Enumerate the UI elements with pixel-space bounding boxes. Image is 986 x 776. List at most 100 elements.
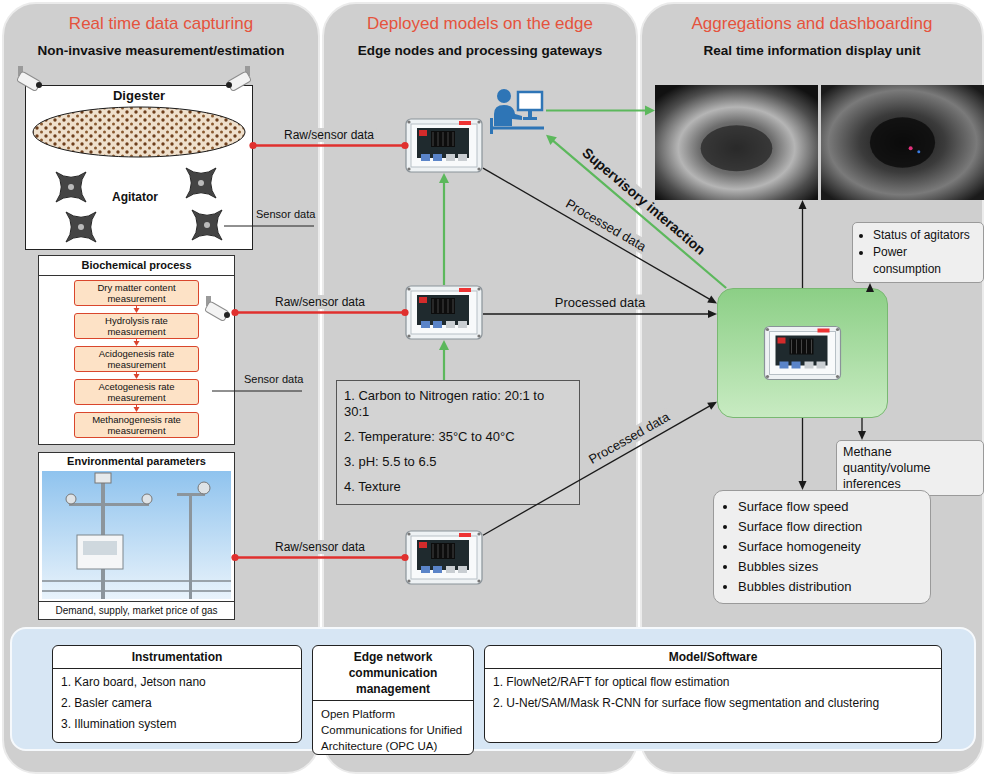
- chair: [490, 118, 493, 134]
- arrowhead: [799, 481, 807, 490]
- parameter-box: 1. Carbon to Nitrogen ratio: 20:1 to 30:…: [336, 380, 580, 505]
- operator-icon: [488, 84, 546, 136]
- process-step: Hydrolysis rate measurement: [74, 313, 199, 339]
- reflection: [909, 146, 913, 150]
- node-text: 1. FlowNet2/RAFT for optical flow estima…: [485, 669, 941, 690]
- photo: [655, 85, 818, 200]
- list-item: Status of agitators: [873, 227, 977, 244]
- node-text: 1. Carbon to Nitrogen ratio: 20:1 to 30:…: [344, 388, 573, 420]
- node-text: 1. Karo board, Jetson nano: [53, 669, 301, 690]
- fin: [433, 299, 434, 313]
- arrowhead: [799, 200, 807, 209]
- camera-mount: [18, 66, 23, 76]
- connector-line: [136, 339, 137, 342]
- fin: [448, 544, 449, 558]
- arrowhead: [858, 431, 866, 440]
- fin: [806, 340, 807, 354]
- port: [458, 321, 467, 328]
- board: [417, 540, 469, 570]
- node-text: 2. U-Net/SAM/Mask R-CNN for surface flow…: [485, 690, 941, 711]
- connector: [546, 106, 655, 116]
- screw: [766, 328, 769, 331]
- plate: [770, 332, 836, 375]
- heatsink: [431, 543, 455, 559]
- process-step: Dry matter content measurement: [74, 280, 199, 306]
- red-pins: [459, 121, 471, 125]
- fin: [433, 132, 434, 146]
- fin: [801, 340, 802, 354]
- connector-label: Raw/sensor data: [272, 295, 368, 309]
- usb-port: [792, 362, 801, 369]
- node-text: Methane quantity/volume inferences: [837, 441, 983, 495]
- connector-line: [443, 348, 445, 380]
- fin: [438, 132, 439, 146]
- connector: [134, 405, 140, 412]
- usb-port: [433, 566, 442, 573]
- fin: [443, 299, 444, 313]
- usb-port: [421, 154, 430, 161]
- connector-line: [552, 140, 726, 288]
- node-text: Deployed models on the edge: [324, 14, 636, 34]
- fin: [791, 340, 792, 354]
- plate: [411, 536, 477, 579]
- connector-line: [869, 288, 870, 290]
- fin: [438, 544, 439, 558]
- node-text: Biochemical process: [39, 256, 234, 276]
- list-item: Surface flow speed: [738, 497, 922, 517]
- screw: [407, 532, 410, 535]
- logger-screen: [83, 541, 117, 555]
- inference-box: Methane quantity/volume inferences: [836, 440, 984, 496]
- port: [805, 362, 814, 369]
- heatsink: [790, 339, 814, 355]
- case: [406, 286, 482, 339]
- camera-lens: [226, 82, 232, 88]
- sensor: [66, 494, 76, 504]
- bottom-band: Instrumentation1. Karo board, Jetson nan…: [10, 627, 976, 751]
- bullet-list: Surface flow speedSurface flow direction…: [714, 491, 930, 603]
- agitator-blade: [192, 210, 222, 240]
- node-text: 3. pH: 5.5 to 6.5: [344, 454, 573, 470]
- aggregator-node: [717, 288, 888, 418]
- list-item: Surface flow direction: [738, 517, 922, 537]
- red-pins: [459, 288, 471, 292]
- roof-rail: [42, 590, 231, 592]
- instrumentation-box: Instrumentation1. Karo board, Jetson nan…: [52, 645, 302, 743]
- process-step: Acidogenesis rate measurement: [74, 346, 199, 372]
- camera-icon: [205, 296, 231, 322]
- connector-line: [136, 306, 137, 309]
- red-part: [778, 338, 786, 344]
- digester-box: DigesterAgitator: [25, 85, 253, 250]
- screw: [407, 287, 410, 290]
- camera-mount: [245, 66, 250, 76]
- monitor-stand: [528, 110, 532, 118]
- camera-view-photos: [655, 85, 984, 200]
- red-part: [419, 297, 427, 303]
- node-text: 3. Illumination system: [53, 711, 301, 732]
- agitator-symbol: [66, 212, 96, 242]
- connector: [858, 418, 866, 440]
- sky: [42, 471, 231, 599]
- red-pins: [818, 329, 830, 333]
- node-text: Methanogenesis rate measurement: [75, 414, 198, 436]
- screw: [477, 120, 480, 123]
- arrowhead: [439, 340, 449, 350]
- tunnel-opening: [701, 125, 773, 171]
- network-box: Edge network communication managementOpe…: [312, 645, 474, 755]
- camera-body: [205, 301, 230, 322]
- monitor-base: [523, 117, 537, 120]
- node-text: Dry matter content measurement: [75, 282, 198, 304]
- node-text: Acidogenesis rate measurement: [75, 348, 198, 370]
- body: [494, 105, 522, 126]
- connector-line: [443, 181, 445, 285]
- arrowhead: [866, 283, 874, 292]
- connector: [134, 306, 140, 313]
- bullet-list: Status of agitatorsPower consumption: [853, 223, 983, 282]
- arrowhead: [134, 341, 140, 346]
- operator-icon: [488, 84, 546, 136]
- port: [817, 362, 826, 369]
- connector-line: [802, 207, 803, 288]
- arrowhead: [645, 106, 655, 116]
- screw: [407, 334, 410, 337]
- node-text: 4. Texture: [344, 479, 573, 495]
- photo: [821, 85, 984, 200]
